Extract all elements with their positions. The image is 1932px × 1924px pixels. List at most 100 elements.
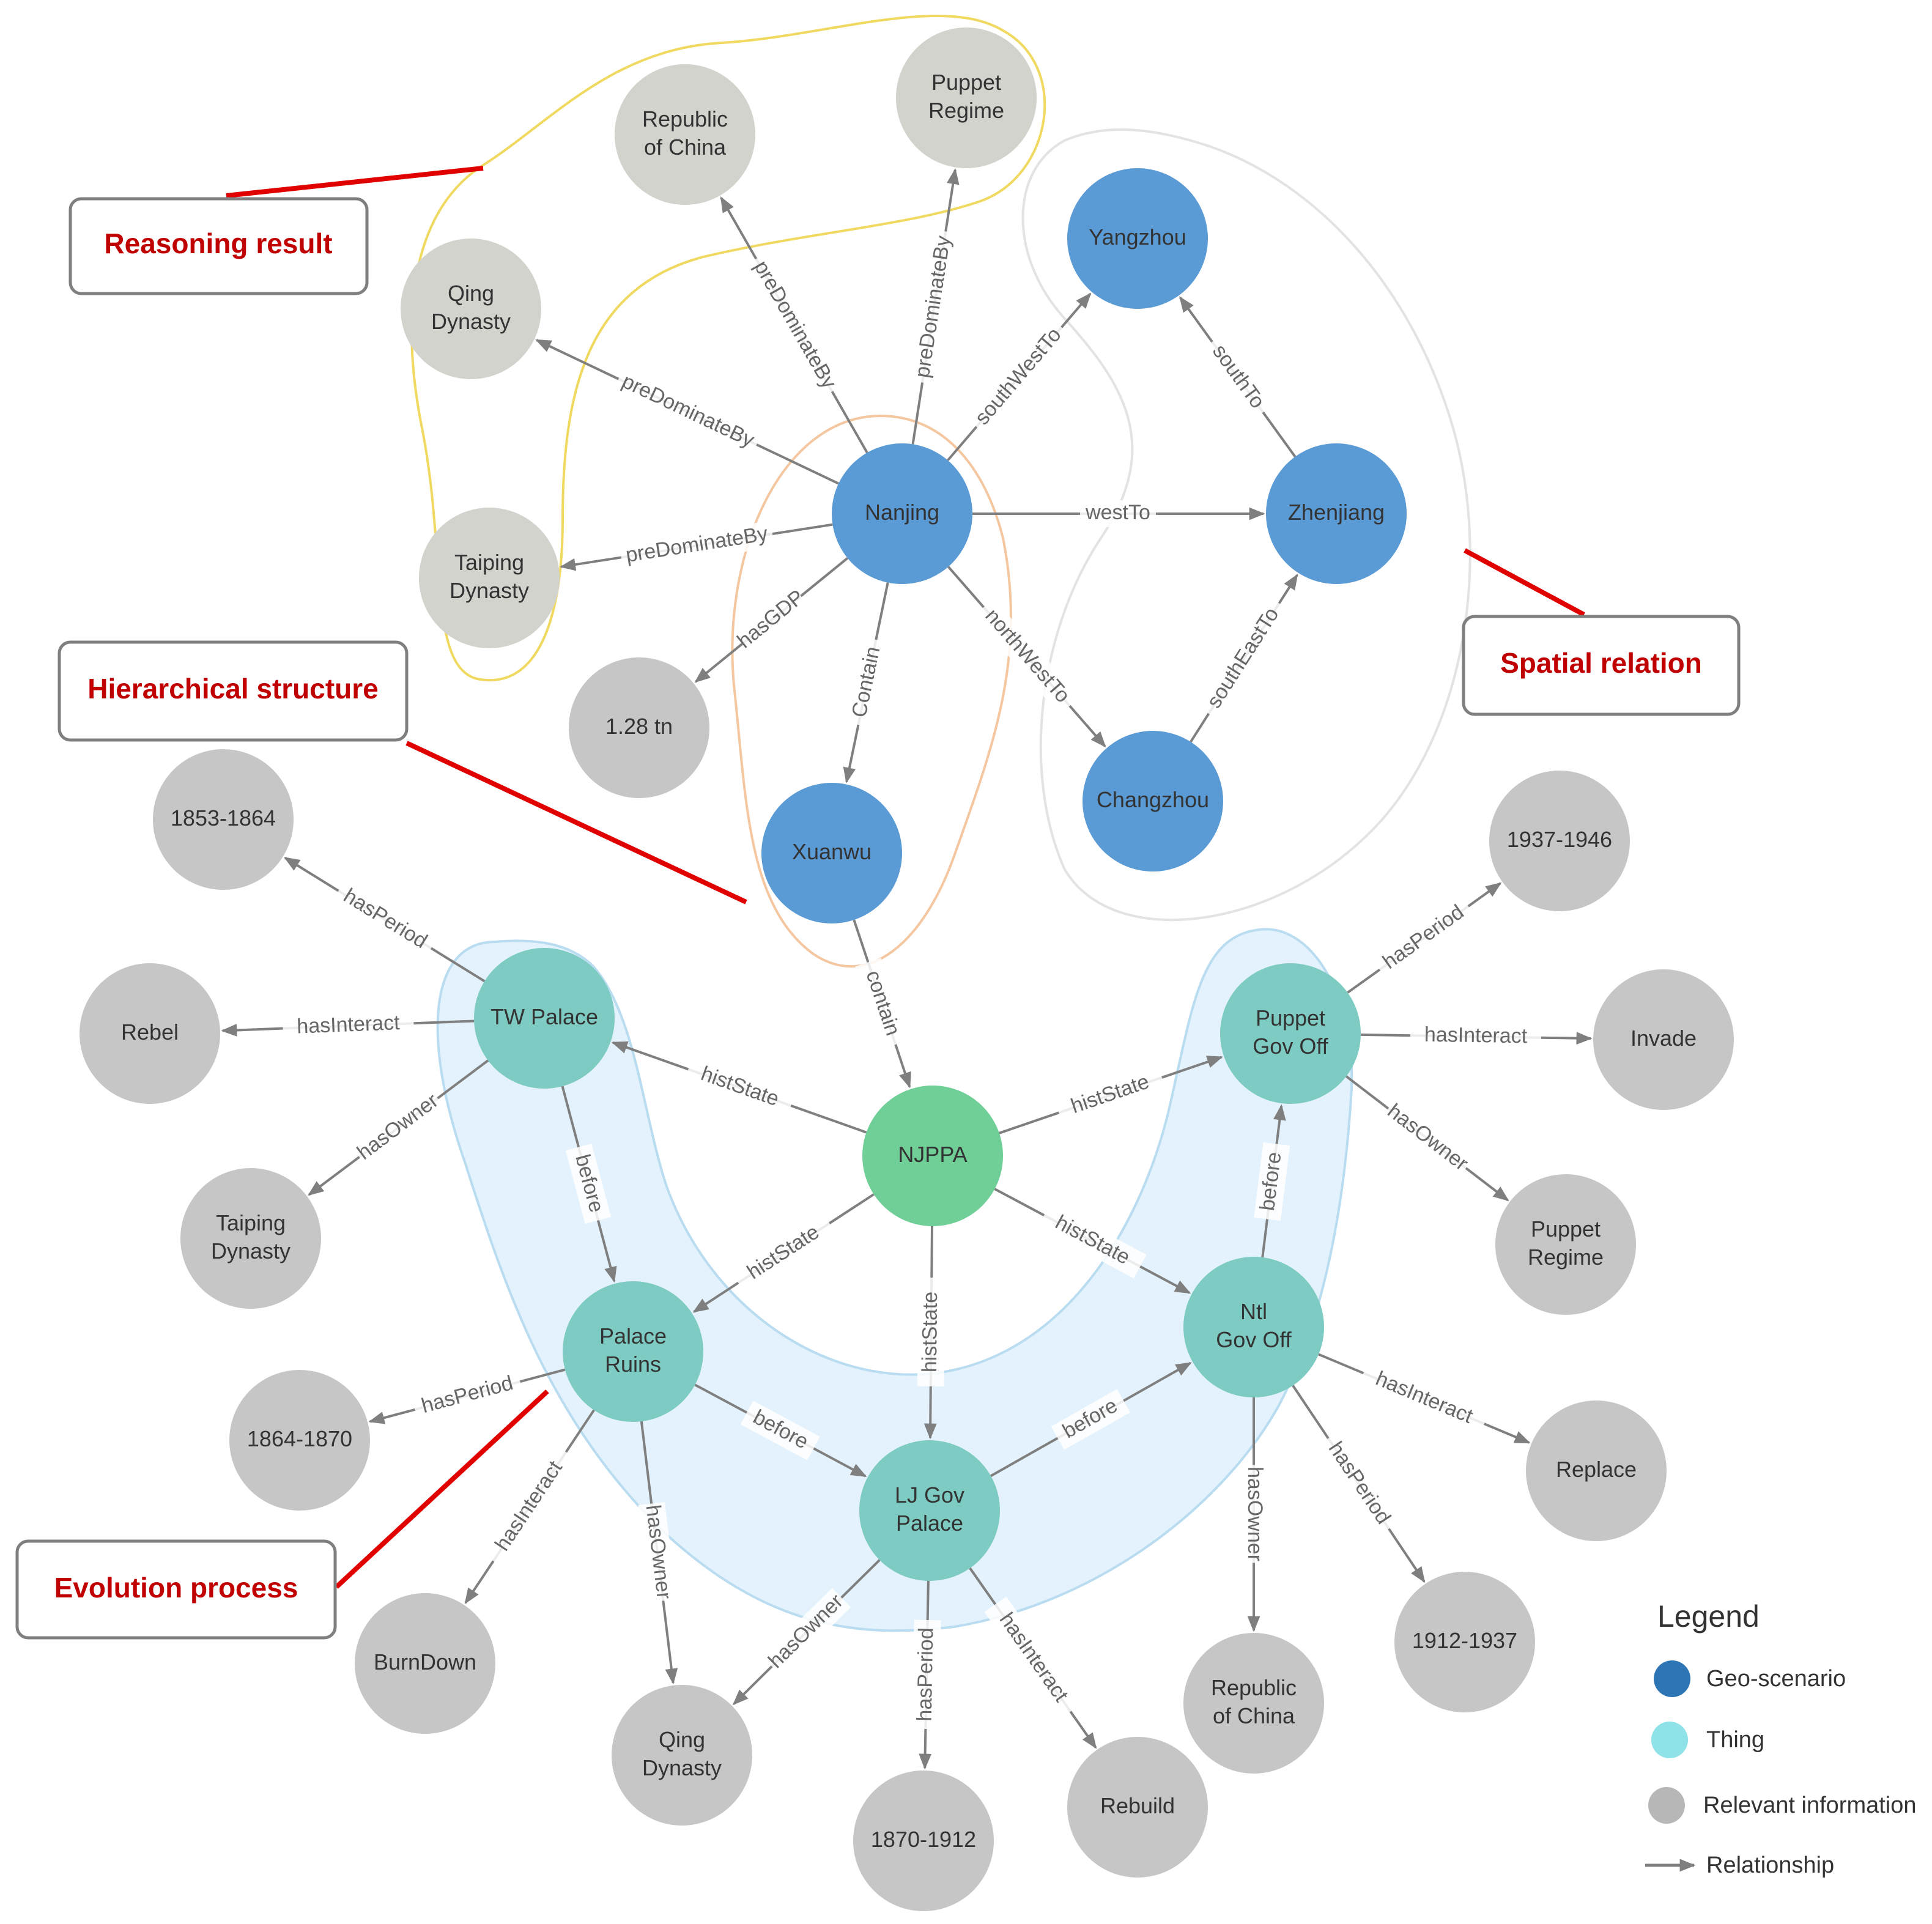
- edge-label-group-ntlgov-puppetgov: before: [1254, 1142, 1290, 1221]
- node-label: Yangzhou: [1089, 224, 1186, 250]
- node-circle: [1220, 963, 1361, 1104]
- node-p1937[interactable]: 1937-1946: [1489, 771, 1630, 911]
- edge-label-bg: [1037, 1203, 1147, 1279]
- edge-label-bg: [612, 366, 763, 457]
- edge-label-bg: [282, 1010, 415, 1042]
- edge-label-group-njppa-ruins: histState: [731, 1212, 837, 1294]
- edge-label-bg: [1380, 1098, 1475, 1179]
- node-p1870[interactable]: 1870-1912: [853, 1770, 994, 1911]
- node-circle: [419, 508, 560, 648]
- node-label: 1.28 tn: [605, 714, 673, 739]
- edge-label-group-nanjing-xuanwu: Contain: [845, 637, 889, 728]
- node-circle: [853, 1770, 994, 1911]
- node-p1853[interactable]: 1853-1864: [153, 749, 294, 890]
- node-circle: [355, 1593, 495, 1734]
- node-p1912[interactable]: 1912-1937: [1394, 1572, 1535, 1712]
- legend-relevant-information-swatch: [1648, 1787, 1685, 1824]
- edge-label-bg: [1254, 1142, 1290, 1221]
- node-njppa[interactable]: NJPPA: [862, 1086, 1003, 1226]
- node-circle: [896, 28, 1037, 168]
- edge-label-group-ntlgov-roc_b: hasOwner: [1240, 1465, 1267, 1563]
- edge-label-group-nanjing-taiping_top: preDominateBy: [619, 520, 775, 571]
- node-burndown[interactable]: BurnDown: [355, 1593, 495, 1734]
- edge-label-group-njppa-ljgov: histState: [917, 1277, 946, 1387]
- edge-label-group-ruins-p1864: hasPeriod: [411, 1368, 524, 1423]
- node-replace[interactable]: Replace: [1526, 1400, 1667, 1541]
- node-invade[interactable]: Invade: [1593, 969, 1734, 1110]
- edge-label-group-ljgov-rebuild: hasInteract: [984, 1596, 1082, 1720]
- node-circle: [761, 783, 902, 923]
- edge-label-group-ljgov-p1870: hasPeriod: [912, 1619, 941, 1730]
- edge-label-hasperiod: hasPeriod: [1379, 900, 1468, 974]
- node-xuanwu[interactable]: Xuanwu: [761, 783, 902, 923]
- evolution-callout-box: [15, 1539, 337, 1640]
- node-p1864[interactable]: 1864-1870: [229, 1370, 370, 1511]
- node-twpalace[interactable]: TW Palace: [474, 948, 615, 1089]
- spatial-callout-line: [1464, 548, 1585, 617]
- legend-geo-scenario-swatch: [1654, 1660, 1690, 1697]
- node-label: 1853-1864: [171, 805, 276, 831]
- legend-relevant-information-label: Relevant information: [1703, 1793, 1917, 1818]
- node-changzhou[interactable]: Changzhou: [1083, 731, 1223, 871]
- node-zhenjiang[interactable]: Zhenjiang: [1266, 443, 1407, 584]
- edge-label-bg: [351, 1087, 446, 1168]
- edge-label-bg: [912, 1619, 941, 1730]
- hierarchy-callout-line: [405, 741, 747, 905]
- edge-label-westto: westTo: [1085, 501, 1150, 524]
- node-circle: [615, 64, 755, 205]
- edge-label-bg: [482, 1445, 577, 1569]
- node-label: 1864-1870: [247, 1426, 352, 1451]
- node-nanjing[interactable]: Nanjing: [832, 443, 972, 584]
- node-label: TW Palace: [490, 1004, 598, 1029]
- node-circle: [859, 1440, 1000, 1581]
- evolution-callout-label: Evolution process: [54, 1572, 298, 1604]
- node-circle: [1266, 443, 1407, 584]
- edge-label-hasinteract: hasInteract: [490, 1456, 567, 1555]
- node-circle: [1067, 168, 1208, 309]
- node-rebuild[interactable]: Rebuild: [1067, 1737, 1208, 1878]
- edge-label-bg: [855, 958, 909, 1049]
- node-gdp[interactable]: 1.28 tn: [569, 657, 709, 798]
- edge-label-group-njppa-puppetgov: histState: [1054, 1065, 1166, 1126]
- edge-label-group-twpalace-taiping_b: hasOwner: [351, 1087, 446, 1168]
- edge-label-bg: [1358, 1361, 1490, 1437]
- node-yangzhou[interactable]: Yangzhou: [1067, 168, 1208, 309]
- node-label: 1937-1946: [1507, 827, 1612, 852]
- node-rebel[interactable]: Rebel: [80, 963, 220, 1104]
- edge-label-bg: [845, 637, 889, 728]
- legend: Legend Geo-scenario Thing Relevant infor…: [1645, 1599, 1917, 1878]
- node-label: BurnDown: [374, 1649, 476, 1674]
- edge-label-group-nanjing-puppet_top: preDominateBy: [909, 229, 960, 385]
- node-label: 1912-1937: [1412, 1628, 1517, 1653]
- edge-label-bg: [1080, 500, 1156, 527]
- node-label: Zhenjiang: [1288, 500, 1385, 525]
- edge-label-bg: [966, 318, 1072, 436]
- edge-label-group-puppetgov-p1937: hasPeriod: [1372, 895, 1476, 981]
- edge-label-bg: [744, 252, 844, 399]
- edge-label-bg: [331, 879, 439, 960]
- edge-label-hasperiod: hasPeriod: [339, 884, 431, 953]
- edge-label-group-ntlgov-replace: hasInteract: [1358, 1361, 1490, 1437]
- node-circle: [80, 963, 220, 1104]
- edge-label-histstate: histState: [918, 1292, 942, 1373]
- edge-label-bg: [684, 1056, 796, 1119]
- edge-label-bg: [1372, 895, 1476, 981]
